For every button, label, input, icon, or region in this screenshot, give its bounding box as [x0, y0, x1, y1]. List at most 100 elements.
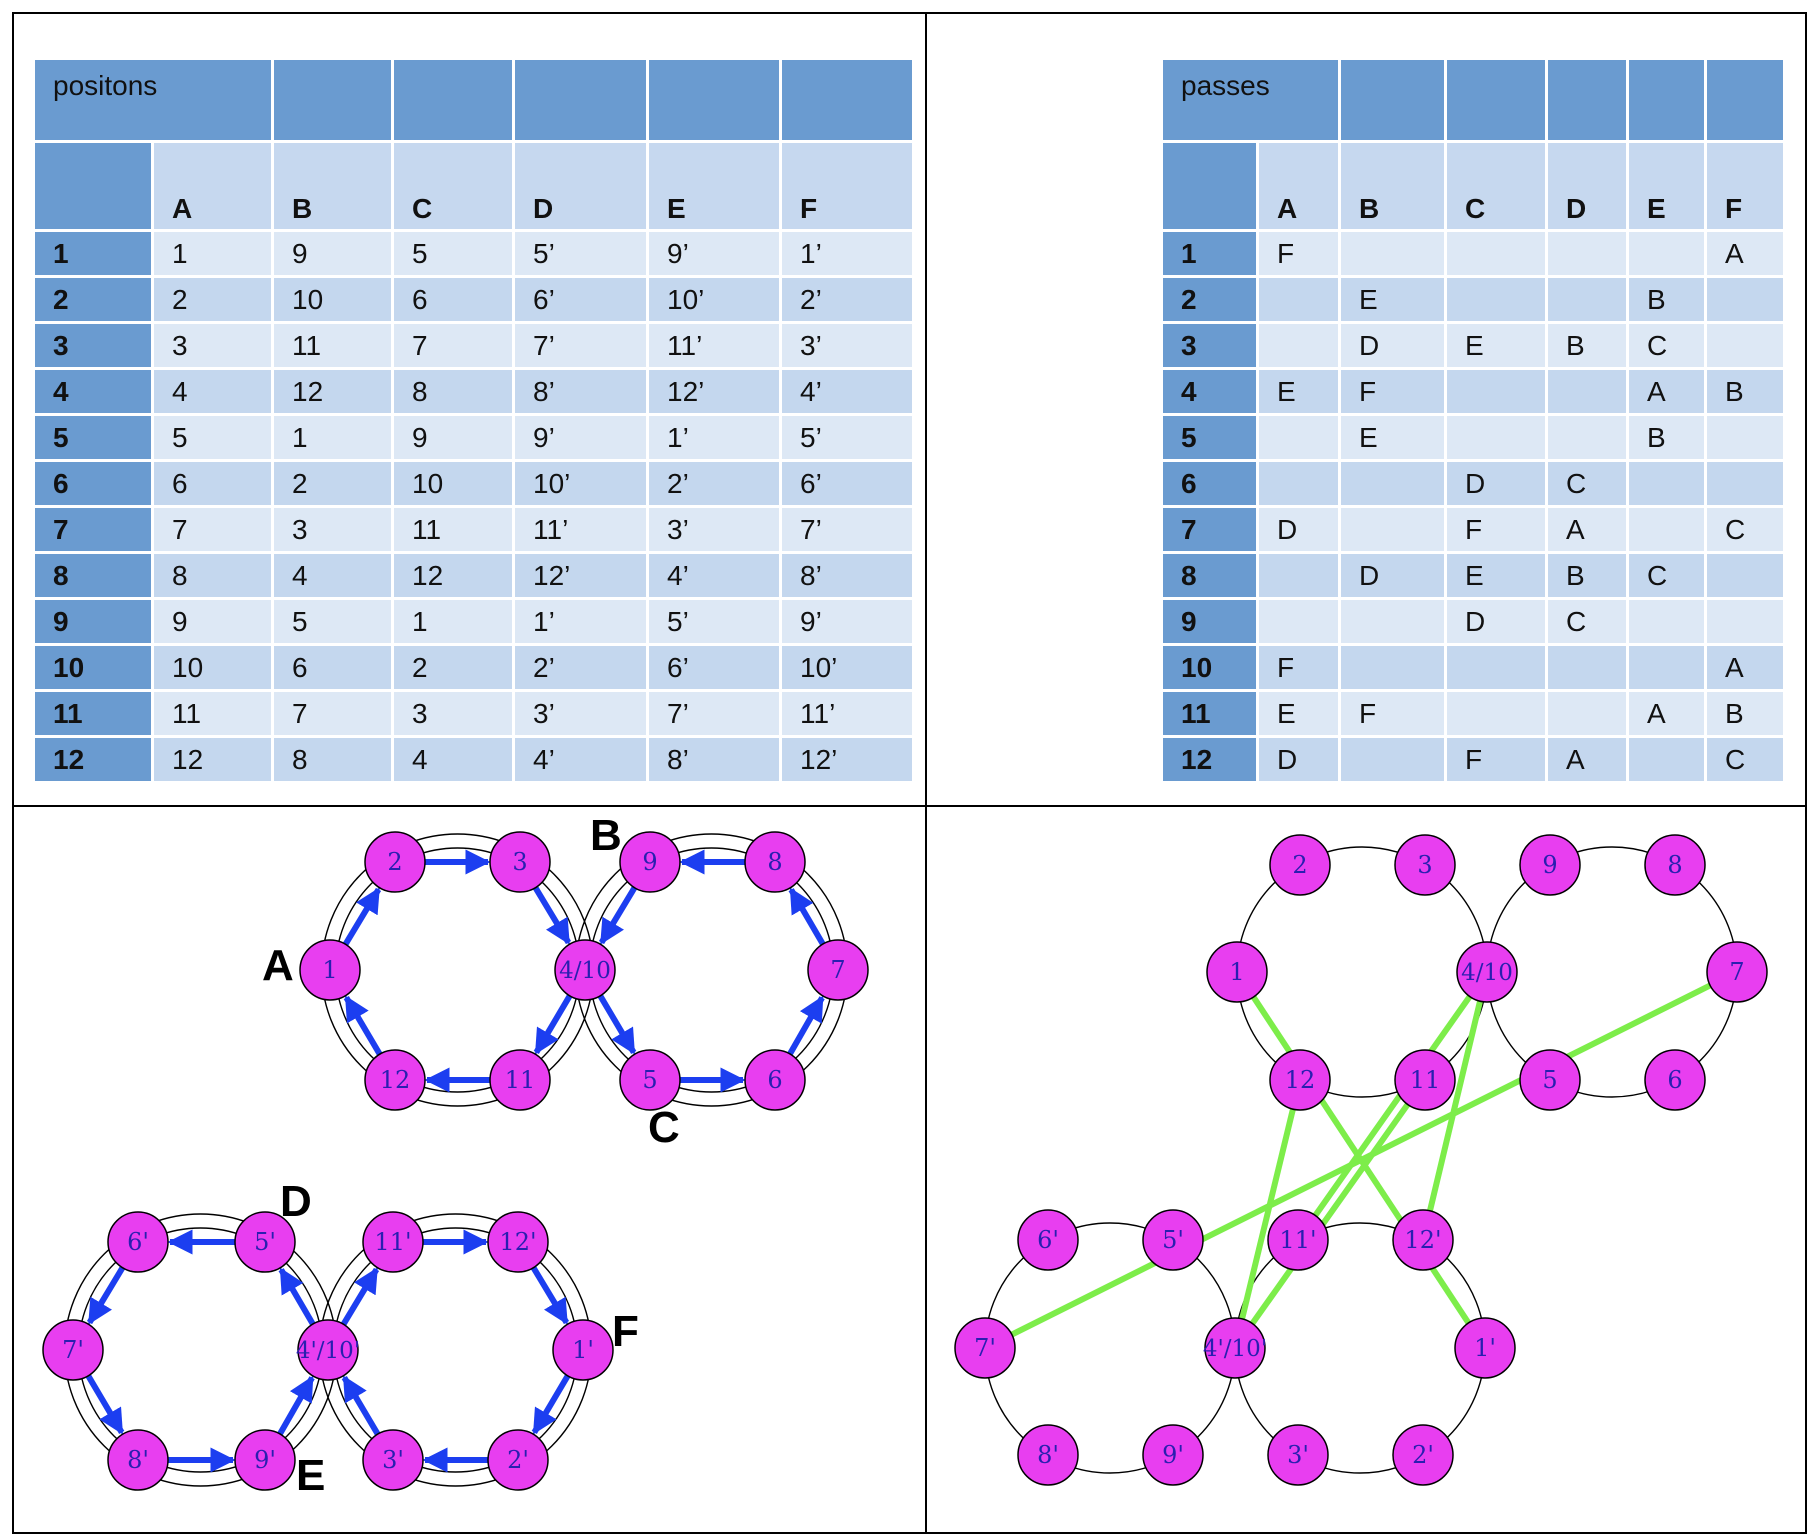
route-arrow-4p-10p-to-5p	[278, 1267, 316, 1326]
node-7	[1706, 941, 1768, 1003]
node-label-4p-10p: 4'/10'	[1203, 1336, 1267, 1362]
node-label-3: 3	[1417, 851, 1432, 879]
table-cell: E	[1447, 324, 1545, 367]
row-header: 3	[35, 324, 151, 367]
node-5	[619, 1049, 681, 1111]
node-label-5p: 5'	[254, 1228, 276, 1256]
table-cell: E	[1447, 554, 1545, 597]
table-cell: 2	[154, 278, 271, 321]
table-cell: 8	[394, 370, 512, 413]
node-label-11: 11	[505, 1066, 536, 1094]
table-title-filler	[515, 60, 646, 140]
row-header: 7	[1163, 508, 1256, 551]
node-label-1p: 1'	[572, 1336, 594, 1364]
column-header: E	[649, 143, 779, 229]
table-cell: F	[1447, 508, 1545, 551]
node-1	[1206, 941, 1268, 1003]
table-cell: A	[1629, 370, 1704, 413]
table-title-filler	[1447, 60, 1545, 140]
table-cell: 9’	[782, 600, 912, 643]
node-1p	[552, 1319, 614, 1381]
node-9	[1519, 834, 1581, 896]
row-header: 5	[35, 416, 151, 459]
table-cell: D	[1447, 600, 1545, 643]
node-label-9p: 9'	[1162, 1441, 1184, 1469]
node-6	[1644, 1049, 1706, 1111]
table-cell: 12’	[782, 738, 912, 781]
row-header: 10	[1163, 646, 1256, 689]
node-7p	[954, 1317, 1016, 1379]
table-cell	[1629, 738, 1704, 781]
node-label-2: 2	[1292, 851, 1307, 879]
column-header: C	[1447, 143, 1545, 229]
row-header: 3	[1163, 324, 1256, 367]
table-cell	[1341, 508, 1444, 551]
node-label-7p: 7'	[62, 1336, 84, 1364]
node-label-2p: 2'	[1412, 1441, 1434, 1469]
player-label-f: F	[612, 1307, 639, 1356]
table-cell	[1341, 462, 1444, 505]
outer-frame	[12, 12, 1807, 1534]
column-header: F	[782, 143, 912, 229]
table-cell: 3’	[649, 508, 779, 551]
ring-outline	[574, 833, 849, 1107]
table-corner	[1163, 143, 1256, 229]
node-label-5: 5	[642, 1066, 657, 1094]
row-header: 1	[35, 232, 151, 275]
table-cell: 4	[154, 370, 271, 413]
table-cell: 8’	[782, 554, 912, 597]
table-cell	[1548, 416, 1626, 459]
table-cell: 5’	[515, 232, 646, 275]
table-cell	[1447, 370, 1545, 413]
table-cell	[1629, 508, 1704, 551]
route-arrow-7p-to-8p	[85, 1374, 125, 1435]
table-cell: D	[1447, 462, 1545, 505]
table-cell: E	[1341, 416, 1444, 459]
node-label-6: 6	[767, 1066, 782, 1094]
node-label-12: 12	[1285, 1066, 1316, 1094]
row-header: 1	[1163, 232, 1256, 275]
node-3p	[1267, 1424, 1329, 1486]
table-cell: F	[1259, 646, 1338, 689]
node-3	[489, 831, 551, 893]
route-arrow-4p-10p-to-11p	[340, 1267, 380, 1326]
node-11	[489, 1049, 551, 1111]
table-title-filler	[1707, 60, 1783, 140]
table-cell: 7’	[649, 692, 779, 735]
table-title: passes	[1163, 60, 1338, 140]
node-label-4-10: 4/10	[559, 958, 611, 984]
node-7	[807, 939, 869, 1001]
table-cell: 12	[154, 738, 271, 781]
table-cell: 7	[394, 324, 512, 367]
row-header: 5	[1163, 416, 1256, 459]
table-cell	[1259, 416, 1338, 459]
table-cell: D	[1259, 738, 1338, 781]
table-cell: 4	[394, 738, 512, 781]
node-label-5: 5	[1542, 1066, 1557, 1094]
node-label-4p-10p: 4'/10'	[296, 1338, 360, 1364]
node-11p	[362, 1211, 424, 1273]
row-header: 12	[35, 738, 151, 781]
table-title-filler	[1548, 60, 1626, 140]
ring-outline	[984, 1222, 1236, 1474]
column-header: D	[1548, 143, 1626, 229]
route-arrow-6p-to-7p	[86, 1266, 126, 1325]
node-6p	[107, 1211, 169, 1273]
table-cell: 9’	[649, 232, 779, 275]
table-cell: 10	[154, 646, 271, 689]
row-header: 12	[1163, 738, 1256, 781]
row-header: 6	[1163, 462, 1256, 505]
table-cell	[1548, 278, 1626, 321]
table-cell	[1707, 600, 1783, 643]
table-cell: 10’	[649, 278, 779, 321]
table-cell: 1’	[649, 416, 779, 459]
pass-line-4-10-to-12p	[1420, 971, 1490, 1241]
table-cell: 6	[394, 278, 512, 321]
player-label-d: D	[280, 1177, 312, 1226]
table-cell: F	[1447, 738, 1545, 781]
table-cell: 4	[274, 554, 391, 597]
table-cell: 4’	[782, 370, 912, 413]
node-9	[619, 831, 681, 893]
